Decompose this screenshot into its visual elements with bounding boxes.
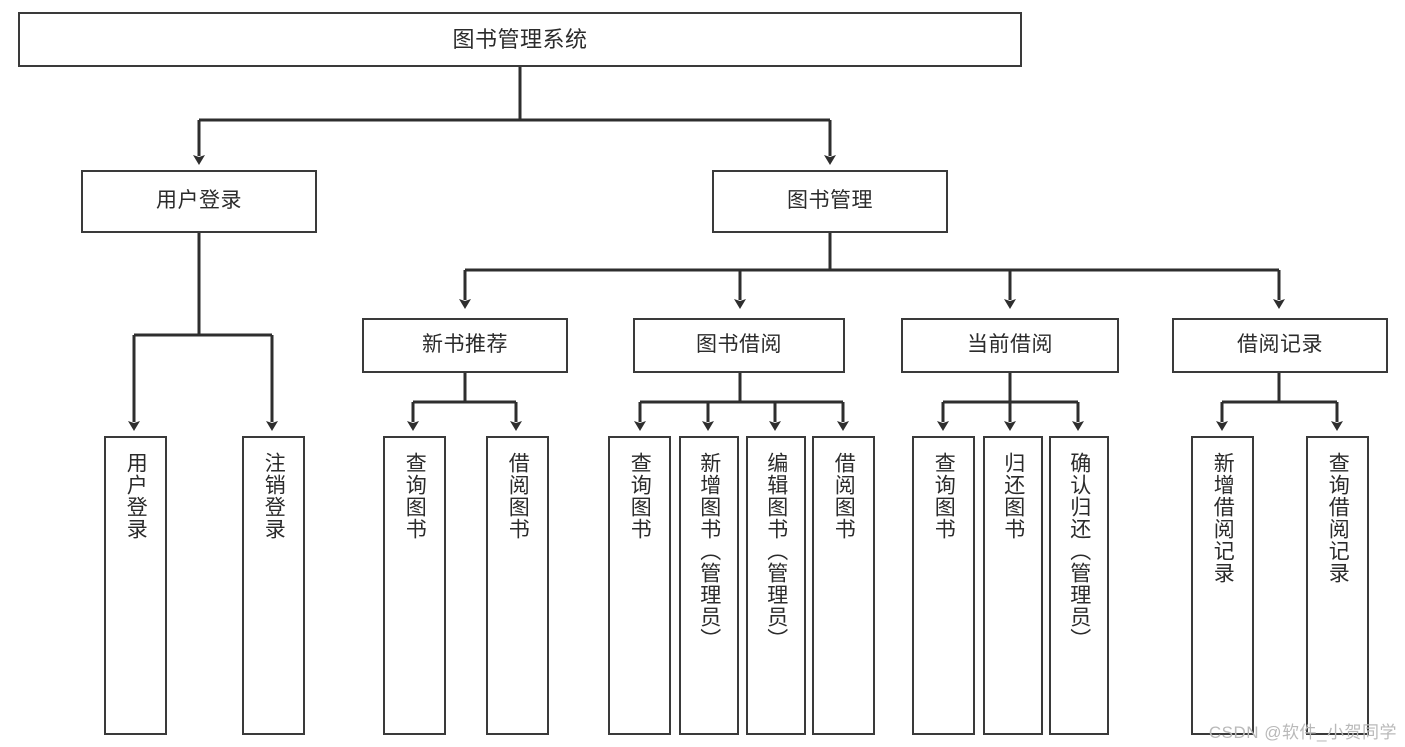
node-book-manage-label: 图书管理: [787, 189, 873, 213]
leaf-book-borrow-edit[interactable]: 编辑图书（管理员）: [746, 436, 806, 735]
node-user-login[interactable]: 用户登录: [81, 170, 317, 233]
leaf-label: 编辑图书（管理员）: [764, 452, 788, 650]
node-user-login-label: 用户登录: [156, 189, 242, 213]
leaf-label: 借阅图书: [832, 452, 856, 540]
leaf-new-book-query[interactable]: 查询图书: [383, 436, 446, 735]
leaf-label: 借阅图书: [506, 452, 530, 540]
node-current-borrow-label: 当前借阅: [967, 333, 1053, 357]
leaf-borrow-record-add[interactable]: 新增借阅记录: [1191, 436, 1254, 735]
node-root-label: 图书管理系统: [452, 26, 588, 52]
node-borrow-record-label: 借阅记录: [1237, 333, 1323, 357]
leaf-current-borrow-confirm[interactable]: 确认归还（管理员）: [1049, 436, 1109, 735]
leaf-book-borrow-query[interactable]: 查询图书: [608, 436, 671, 735]
node-root[interactable]: 图书管理系统: [18, 12, 1022, 67]
leaf-label: 查询图书: [403, 452, 427, 540]
leaf-label: 查询借阅记录: [1326, 452, 1350, 584]
leaf-book-borrow-add[interactable]: 新增图书（管理员）: [679, 436, 739, 735]
node-new-book-recommend-label: 新书推荐: [422, 333, 508, 357]
node-book-borrow[interactable]: 图书借阅: [633, 318, 845, 373]
node-new-book-recommend[interactable]: 新书推荐: [362, 318, 568, 373]
leaf-label: 注销登录: [262, 452, 286, 540]
leaf-book-borrow-borrow[interactable]: 借阅图书: [812, 436, 875, 735]
leaf-current-borrow-query[interactable]: 查询图书: [912, 436, 975, 735]
leaf-label: 新增图书（管理员）: [697, 452, 721, 650]
leaf-current-borrow-return[interactable]: 归还图书: [983, 436, 1043, 735]
leaf-label: 归还图书: [1001, 452, 1025, 540]
leaf-label: 确认归还（管理员）: [1067, 452, 1091, 650]
leaf-label: 查询图书: [932, 452, 956, 540]
node-book-manage[interactable]: 图书管理: [712, 170, 948, 233]
leaf-label: 查询图书: [628, 452, 652, 540]
leaf-label: 新增借阅记录: [1211, 452, 1235, 584]
leaf-user-login-logout[interactable]: 注销登录: [242, 436, 305, 735]
leaf-borrow-record-query[interactable]: 查询借阅记录: [1306, 436, 1369, 735]
leaf-user-login-login[interactable]: 用户登录: [104, 436, 167, 735]
leaf-label: 用户登录: [124, 452, 148, 540]
node-book-borrow-label: 图书借阅: [696, 333, 782, 357]
node-borrow-record[interactable]: 借阅记录: [1172, 318, 1388, 373]
node-current-borrow[interactable]: 当前借阅: [901, 318, 1119, 373]
leaf-new-book-borrow[interactable]: 借阅图书: [486, 436, 549, 735]
